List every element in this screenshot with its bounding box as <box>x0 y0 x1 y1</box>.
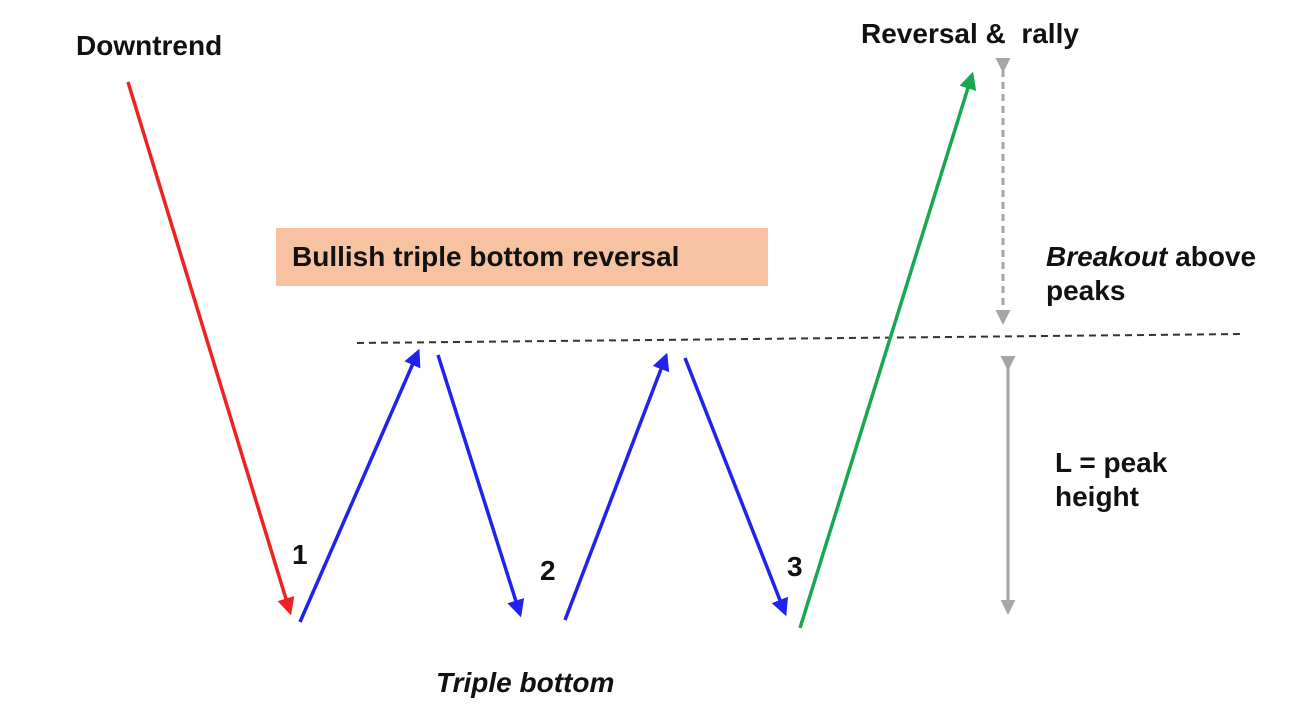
swing-down-arrow-1 <box>436 354 525 618</box>
bottom-2-label: 2 <box>540 555 556 586</box>
downtrend-arrow <box>126 81 295 616</box>
peak-height-line1: L = peak <box>1055 447 1168 478</box>
rally-arrow <box>798 71 977 629</box>
breakout-label: Breakout above peaks <box>1046 240 1256 307</box>
pattern-title-box: Bullish triple bottom reversal <box>276 228 768 286</box>
swing-up-arrow-2 <box>563 352 670 621</box>
triple-bottom-label: Triple bottom <box>436 667 615 698</box>
downtrend-label: Downtrend <box>76 30 223 61</box>
breakout-line2: peaks <box>1046 274 1126 306</box>
bottom-1-label: 1 <box>292 539 308 570</box>
swing-down-arrow-2 <box>683 357 789 617</box>
peak-height-label: L = peak height <box>1055 446 1167 513</box>
breakout-italic-word: Breakout <box>1046 241 1168 272</box>
reversal-rally-label: Reversal & rally <box>861 18 1079 49</box>
resistance-line <box>356 333 1243 344</box>
bottom-3-label: 3 <box>787 551 803 582</box>
breakout-rest-text: above <box>1167 241 1257 272</box>
peak-height-line2: height <box>1055 480 1139 512</box>
swing-up-arrow-1 <box>298 348 421 623</box>
pattern-title: Bullish triple bottom reversal <box>292 241 680 272</box>
